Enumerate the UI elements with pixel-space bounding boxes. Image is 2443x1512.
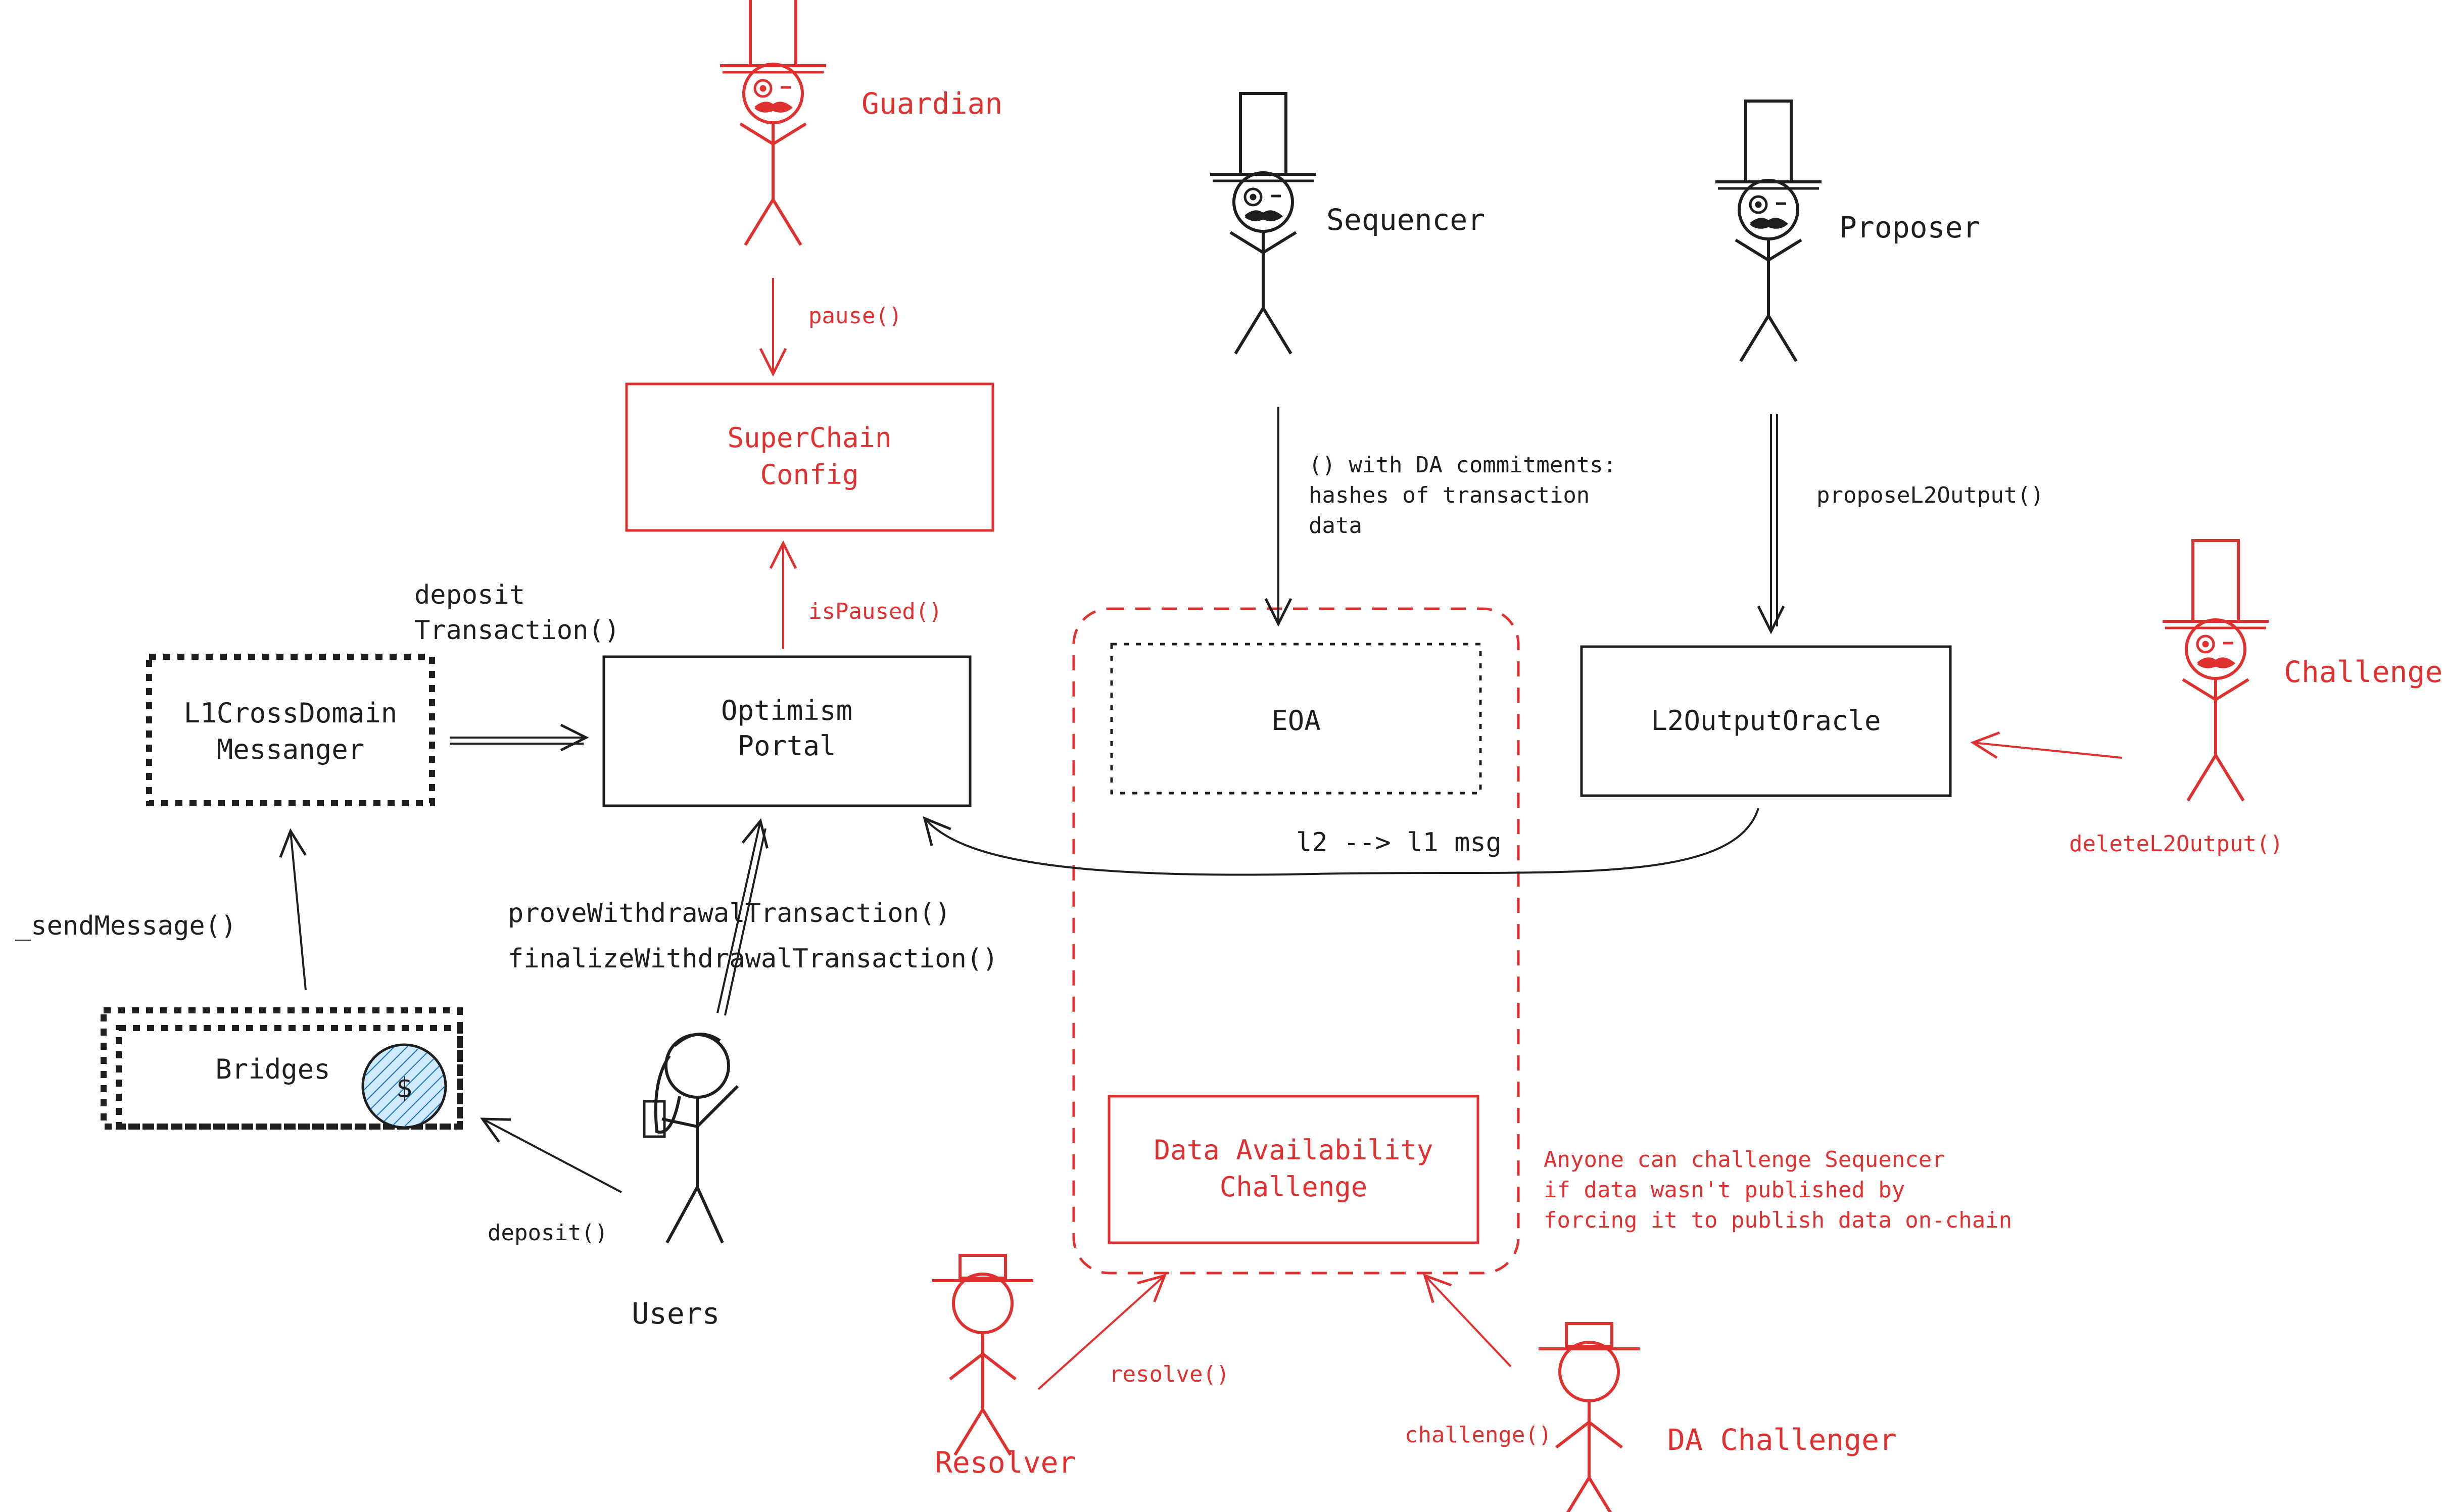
edge-label-prove-withdrawal: proveWithdrawalTransaction() <box>508 898 951 929</box>
challenger-figure <box>2163 541 2269 801</box>
edge-label-sequencer-2: hashes of transaction <box>1309 482 1590 508</box>
optimism-portal-label-1: Optimism <box>721 695 852 726</box>
da-challenge-label-1: Data Availability <box>1154 1134 1433 1166</box>
arrow-resolve <box>1037 1276 1165 1390</box>
edge-label-deposit-transaction-1: deposit <box>414 580 525 610</box>
edge-label-is-paused: isPaused() <box>808 599 942 624</box>
edge-label-pause: pause() <box>808 303 902 329</box>
l1-cross-domain-messenger-box[interactable]: L1CrossDomain Messanger <box>146 654 435 806</box>
coin-symbol: $ <box>396 1072 413 1104</box>
edge-label-send-message: _sendMessage() <box>15 911 236 941</box>
da-note-line-2: if data wasn't published by <box>1544 1177 1905 1203</box>
da-note-line-3: forcing it to publish data on-chain <box>1544 1207 2012 1233</box>
superchain-config-label-2: Config <box>760 459 858 491</box>
users-figure <box>643 1033 739 1244</box>
edge-label-sequencer-3: data <box>1309 513 1362 539</box>
arrow-challenge <box>1425 1276 1512 1368</box>
arrow-l2-to-l1 <box>925 808 1759 876</box>
edge-label-finalize-withdrawal: finalizeWithdrawalTransaction() <box>508 944 998 974</box>
da-system-container <box>1072 607 1520 1275</box>
l2-output-oracle-label: L2OutputOracle <box>1651 705 1881 737</box>
resolver-figure <box>932 1255 1033 1455</box>
edge-label-challenge: challenge() <box>1405 1422 1552 1448</box>
arrow-deposit <box>483 1119 622 1193</box>
l1-cross-domain-label-2: Messanger <box>217 734 365 765</box>
resolver-label: Resolver <box>935 1445 1076 1480</box>
users-label: Users <box>632 1296 720 1331</box>
da-challenge-box[interactable]: Data Availability Challenge <box>1108 1095 1479 1244</box>
coin-icon: $ <box>361 1043 447 1129</box>
proposer-label: Proposer <box>1839 210 1980 245</box>
proposer-figure <box>1715 101 1822 361</box>
bridges-label: Bridges <box>215 1053 330 1085</box>
da-challenger-figure <box>1539 1324 1640 1512</box>
superchain-config-box[interactable]: SuperChain Config <box>625 382 994 532</box>
guardian-label: Guardian <box>861 86 1002 121</box>
edge-label-deposit: deposit() <box>488 1220 608 1246</box>
edge-label-propose-l2-output: proposeL2Output() <box>1816 482 2044 508</box>
edge-label-l2-to-l1: l2 --> l1 msg <box>1296 827 1502 858</box>
arrow-withdrawal <box>716 821 765 1016</box>
da-note-line-1: Anyone can challenge Sequencer <box>1544 1147 1945 1173</box>
sequencer-figure <box>1210 93 1316 354</box>
guardian-figure <box>720 0 826 245</box>
l1-cross-domain-label-1: L1CrossDomain <box>184 697 398 729</box>
optimism-portal-label-2: Portal <box>737 730 836 762</box>
sequencer-label: Sequencer <box>1326 203 1485 237</box>
edge-label-sequencer-1: () with DA commitments: <box>1309 452 1616 478</box>
eoa-box[interactable]: EOA <box>1110 643 1482 795</box>
bridges-box[interactable]: Bridges $ <box>101 1007 463 1130</box>
arrow-propose-l2-output <box>1771 414 1777 631</box>
superchain-config-label-1: SuperChain <box>727 422 891 454</box>
edge-label-deposit-transaction-2: Transaction() <box>414 615 620 646</box>
challenger-label: Challenger <box>2284 655 2443 689</box>
arrow-deposit-transaction <box>450 738 586 744</box>
arrow-send-message <box>291 831 307 991</box>
l2-output-oracle-box[interactable]: L2OutputOracle <box>1580 645 1952 797</box>
da-challenge-label-2: Challenge <box>1220 1171 1368 1203</box>
da-challenger-label: DA Challenger <box>1667 1423 1897 1457</box>
edge-label-delete-l2-output: deleteL2Output() <box>2069 831 2283 857</box>
edge-label-resolve: resolve() <box>1109 1361 1229 1387</box>
eoa-label: EOA <box>1271 705 1321 737</box>
optimism-portal-box[interactable]: Optimism Portal <box>602 655 972 807</box>
arrow-delete-l2-output <box>1973 743 2123 758</box>
